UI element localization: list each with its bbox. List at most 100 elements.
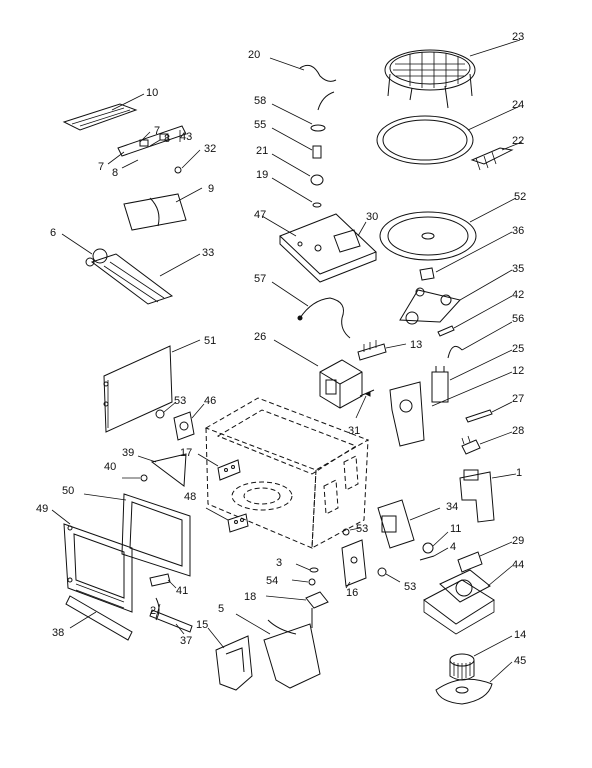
label-53a: 53 xyxy=(174,395,186,407)
part-39-40-latch xyxy=(140,453,187,487)
leader-10 xyxy=(111,93,145,111)
leader-31 xyxy=(355,395,367,419)
part-53a-screw xyxy=(155,409,165,419)
part-36-bracket xyxy=(419,267,435,281)
part-41-hinge xyxy=(149,573,171,587)
part-24-roller-ring xyxy=(376,115,474,165)
part-19-washer xyxy=(312,202,322,208)
part-16-switch xyxy=(341,539,367,587)
label-25: 25 xyxy=(512,343,524,355)
leader-27 xyxy=(491,401,513,413)
label-53b: 53 xyxy=(356,523,368,535)
part-37-bar xyxy=(149,609,193,633)
part-43-switch-set xyxy=(117,125,187,174)
leader-22 xyxy=(501,141,523,151)
label-46: 46 xyxy=(204,395,216,407)
part-42-clip xyxy=(437,325,455,337)
label-32: 32 xyxy=(204,143,216,155)
part-22-coupler xyxy=(470,147,514,171)
part-57-wire xyxy=(297,297,351,339)
label-2: 2 xyxy=(150,605,156,617)
part-34-switch xyxy=(377,499,415,549)
leader-49 xyxy=(51,509,71,525)
part-9-cover xyxy=(123,193,187,231)
leader-23 xyxy=(469,39,521,57)
leader-30 xyxy=(357,221,367,237)
label-11: 11 xyxy=(450,523,461,535)
label-30: 30 xyxy=(366,211,378,223)
leader-36 xyxy=(435,231,513,273)
part-33-bar xyxy=(90,253,174,305)
leader-53a xyxy=(163,401,177,413)
label-36: 36 xyxy=(512,225,524,237)
leader-48 xyxy=(205,507,229,521)
part-38-handle xyxy=(65,595,133,641)
leader-29 xyxy=(479,541,513,557)
label-58: 58 xyxy=(254,95,266,107)
leader-26 xyxy=(273,339,319,367)
label-9: 9 xyxy=(208,183,214,195)
label-35: 35 xyxy=(512,263,524,275)
label-37: 37 xyxy=(180,635,192,647)
leader-8a xyxy=(149,139,161,147)
label-27: 27 xyxy=(512,393,524,405)
leader-41 xyxy=(167,579,177,589)
leader-35 xyxy=(459,269,513,301)
leader-57 xyxy=(271,281,309,307)
part-10-panel xyxy=(62,103,138,131)
label-44: 44 xyxy=(512,559,524,571)
label-41: 41 xyxy=(176,585,188,597)
part-45-fan-blade xyxy=(435,678,493,705)
part-15-duct xyxy=(215,635,253,691)
label-17: 17 xyxy=(180,447,192,459)
part-25-capacitor xyxy=(431,366,449,403)
leader-16 xyxy=(345,581,351,589)
part-12-bracket xyxy=(389,381,425,447)
part-20-wire xyxy=(299,64,337,82)
part-55-shaft xyxy=(312,145,322,159)
leader-20 xyxy=(269,57,305,71)
part-56-spring xyxy=(447,345,463,359)
leader-53b xyxy=(349,527,361,531)
leader-47 xyxy=(261,215,297,237)
leader-58 xyxy=(271,103,313,125)
part-11-nut xyxy=(422,542,434,554)
label-6: 6 xyxy=(50,227,56,239)
label-54: 54 xyxy=(266,575,278,587)
leader-14 xyxy=(473,635,513,657)
leader-24 xyxy=(467,105,521,131)
label-34: 34 xyxy=(446,501,458,513)
label-4: 4 xyxy=(450,541,456,553)
leader-8b xyxy=(121,159,139,169)
label-10: 10 xyxy=(146,87,158,99)
leader-17 xyxy=(197,453,219,467)
leader-33 xyxy=(159,253,201,277)
leader-52 xyxy=(469,197,517,223)
label-52: 52 xyxy=(514,191,526,203)
part-1-switch-bracket xyxy=(459,469,495,523)
part-49-door xyxy=(63,523,133,613)
leader-18 xyxy=(265,595,307,601)
leader-54 xyxy=(291,579,309,583)
label-7b: 7 xyxy=(98,161,104,173)
part-30-motor xyxy=(333,229,361,253)
label-20: 20 xyxy=(248,49,260,61)
oven-cavity xyxy=(204,397,370,549)
label-28: 28 xyxy=(512,425,524,437)
leader-51 xyxy=(171,339,201,353)
part-31-diode xyxy=(359,389,375,397)
part-13-terminal-block xyxy=(357,340,387,361)
part-23-rack xyxy=(384,49,476,109)
leader-46 xyxy=(191,403,205,419)
part-58-grommet xyxy=(310,91,335,132)
part-54-nut xyxy=(308,578,316,586)
label-55: 55 xyxy=(254,119,266,131)
leader-7b xyxy=(107,151,125,165)
label-18: 18 xyxy=(244,591,256,603)
leader-38 xyxy=(69,611,97,629)
label-5: 5 xyxy=(218,603,224,615)
leader-6 xyxy=(61,233,93,255)
part-50-door-frame xyxy=(121,493,191,577)
label-51: 51 xyxy=(204,335,216,347)
label-50: 50 xyxy=(62,485,74,497)
